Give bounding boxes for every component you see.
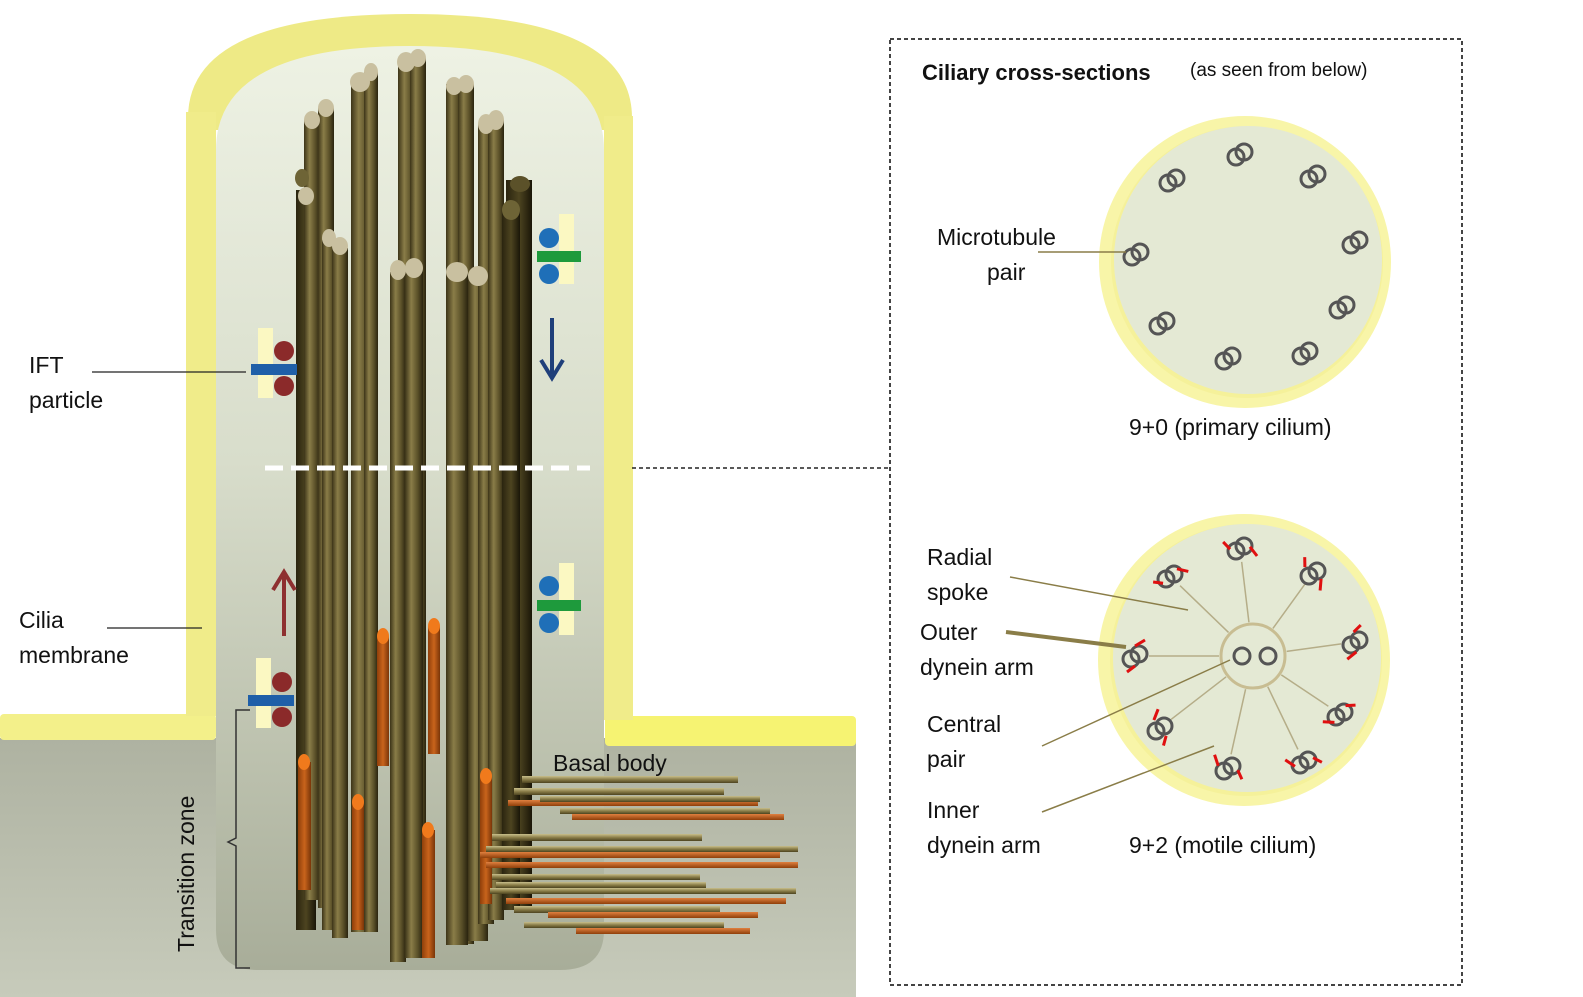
- ift-particle-left-bottom: [248, 658, 294, 728]
- dynein-arms: [1303, 557, 1323, 591]
- microtubule-pair: [1341, 230, 1369, 255]
- label-ift: IFT: [29, 352, 64, 378]
- radial-spoke: [1170, 676, 1227, 721]
- microtubule-pair: [1214, 756, 1242, 781]
- label-radial-spoke: Radial: [927, 544, 992, 570]
- leader-outer: [1005, 630, 1127, 649]
- cell-membrane-right: [605, 716, 856, 746]
- dynein-arms: [1222, 540, 1259, 557]
- caption-primary: 9+0 (primary cilium): [1129, 414, 1332, 440]
- leader-inner: [1041, 745, 1215, 813]
- microtubule-pair: [1299, 164, 1327, 189]
- central-microtubule: [1258, 646, 1278, 666]
- microtubule-rod: [390, 272, 406, 962]
- radial-spoke: [1272, 583, 1306, 629]
- radial-spoke: [1280, 674, 1329, 707]
- label-inner-dynein: dynein arm: [927, 832, 1041, 858]
- arrow-up-icon: [271, 568, 297, 636]
- microtubule-pair: [1291, 341, 1319, 366]
- basal-body: [480, 776, 798, 934]
- arrow-down-icon: [539, 318, 565, 382]
- label-basal-body: Basal body: [553, 750, 667, 776]
- microtubule-pair: [1121, 644, 1149, 669]
- microtubule-doublets: [1121, 536, 1369, 781]
- microtubule-rod: [332, 248, 348, 938]
- transition-zone-bracket: [226, 709, 250, 969]
- axoneme: [295, 49, 532, 962]
- radial-spoke: [1240, 561, 1250, 623]
- label-inner-dynein: Inner: [927, 797, 980, 823]
- central-sheath: [1219, 622, 1287, 690]
- dynein-arms: [1322, 703, 1356, 724]
- cilia-membrane-right-wall: [604, 116, 633, 720]
- label-cilia-membrane: membrane: [19, 642, 129, 668]
- microtubule-pair: [1341, 630, 1369, 655]
- microtubule-rod: [488, 120, 504, 920]
- microtubule-pair: [1156, 564, 1184, 589]
- radial-spoke: [1267, 686, 1299, 750]
- ift-particle-right-top: [537, 214, 581, 284]
- basal-orange-rods: [298, 618, 492, 958]
- dynein-arms: [1346, 623, 1362, 661]
- panel-title: Ciliary cross-sections: [922, 60, 1151, 85]
- label-central-pair: Central: [927, 711, 1001, 737]
- microtubule-pair: [1226, 142, 1254, 167]
- label-microtubule-pair: pair: [987, 259, 1026, 285]
- central-microtubule: [1232, 646, 1252, 666]
- radial-spokes: [1149, 561, 1342, 755]
- microtubule-rod: [405, 268, 423, 958]
- microtubule-pair: [1148, 311, 1176, 336]
- cross-section-primary: [1099, 116, 1391, 408]
- dynein-arms: [1152, 567, 1189, 585]
- label-outer-dynein: dynein arm: [920, 654, 1034, 680]
- caption-motile: 9+2 (motile cilium): [1129, 832, 1316, 858]
- dynein-arms: [1284, 756, 1323, 768]
- microtubule-pair: [1328, 295, 1356, 320]
- microtubule-pair: [1214, 346, 1242, 371]
- ift-particle-right-bottom: [537, 563, 581, 635]
- radial-spoke: [1286, 643, 1342, 653]
- label-ift: particle: [29, 387, 103, 413]
- cross-section-panel: Ciliary cross-sections (as seen from bel…: [889, 38, 1463, 986]
- cross-section-motile: [1098, 514, 1390, 806]
- label-radial-spoke: spoke: [927, 579, 988, 605]
- dynein-arms: [1152, 708, 1168, 746]
- label-central-pair: pair: [927, 746, 966, 772]
- label-outer-dynein: Outer: [920, 619, 978, 645]
- label-microtubule-pair: Microtubule: [937, 224, 1056, 250]
- microtubule-pair: [1122, 242, 1150, 267]
- microtubule-rod: [502, 210, 520, 910]
- label-transition-zone: Transition zone: [173, 796, 199, 952]
- microtubule-pair: [1299, 561, 1327, 586]
- microtubule-pair: [1158, 168, 1186, 193]
- radial-spoke: [1179, 585, 1230, 633]
- rod-caps: [295, 49, 530, 286]
- microtubule-pair: [1146, 716, 1174, 741]
- panel-subtitle: (as seen from below): [1190, 60, 1367, 81]
- leader-radial: [1009, 576, 1189, 611]
- microtubule-rod: [364, 72, 378, 932]
- leader-central: [1041, 659, 1231, 747]
- microtubule-rod: [304, 120, 320, 900]
- microtubule-pair: [1326, 702, 1354, 727]
- label-cilia-membrane: Cilia: [19, 607, 64, 633]
- ift-particle-left-top: [251, 328, 297, 398]
- dynein-arms: [1126, 638, 1146, 674]
- microtubule-pair: [1226, 536, 1254, 561]
- dynein-arms: [1213, 754, 1244, 780]
- microtubule-doublets: [1122, 142, 1369, 371]
- cilia-membrane-left-wall: [186, 112, 216, 716]
- cell-membrane-left: [0, 714, 216, 740]
- microtubule-rod: [446, 270, 468, 945]
- radial-spoke: [1230, 689, 1247, 755]
